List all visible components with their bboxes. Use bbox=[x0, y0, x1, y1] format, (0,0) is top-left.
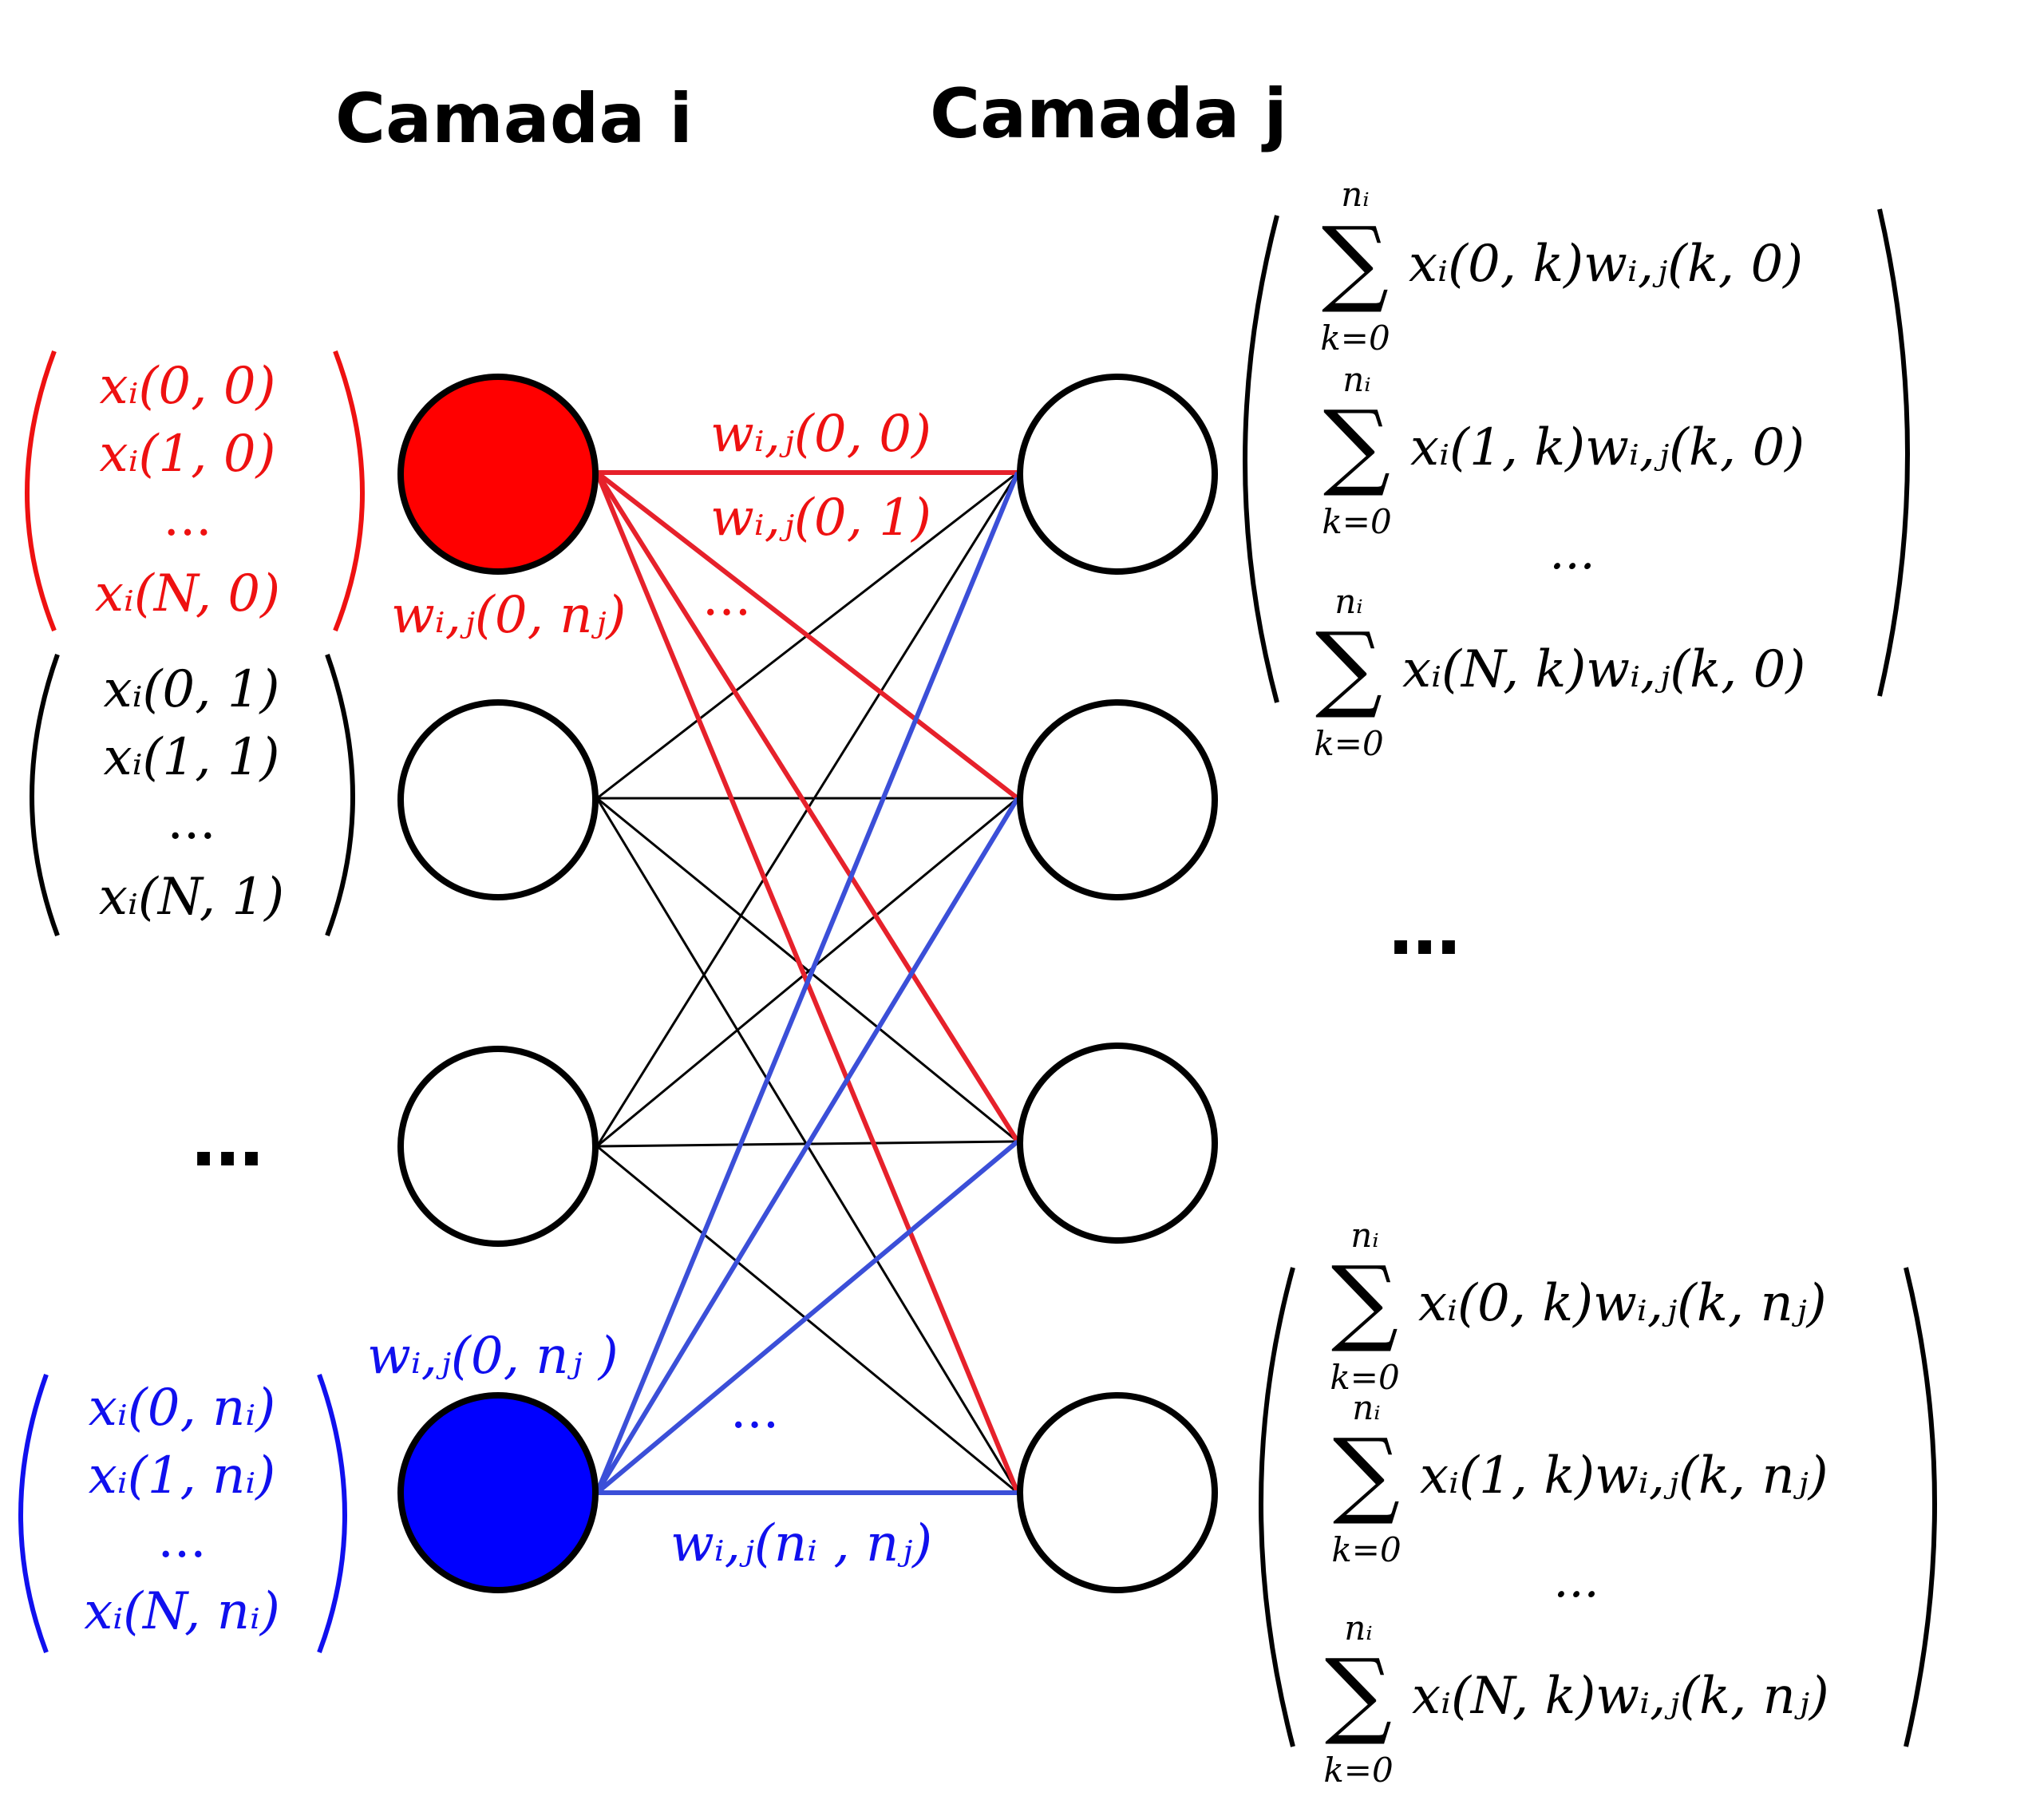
sum-term: nᵢ ∑ k=0 xᵢ(1, k)wᵢ,ⱼ(k, nⱼ) bbox=[1331, 1388, 1828, 1569]
sum-term: nᵢ ∑ k=0 xᵢ(0, k)wᵢ,ⱼ(k, nⱼ) bbox=[1330, 1216, 1826, 1397]
vector-entry: xᵢ(1, 0) bbox=[99, 425, 275, 484]
vector-entry: xᵢ(1, 1) bbox=[103, 728, 279, 787]
svg-text:∑: ∑ bbox=[1333, 1418, 1400, 1528]
svg-text:∑: ∑ bbox=[1323, 390, 1390, 500]
sum-term: nᵢ ∑ k=0 xᵢ(1, k)wᵢ,ⱼ(k, 0) bbox=[1322, 360, 1805, 541]
weight-label-w01: wᵢ,ⱼ(0, 1) bbox=[710, 489, 931, 548]
svg-text:xᵢ(N, k)wᵢ,ⱼ(k, 0): xᵢ(N, k)wᵢ,ⱼ(k, 0) bbox=[1402, 640, 1805, 699]
input-vector-blue: xᵢ(0, nᵢ) xᵢ(1, nᵢ) ... xᵢ(N, nᵢ) bbox=[18, 1373, 347, 1654]
blue-connections bbox=[595, 471, 1020, 1495]
sum-term: nᵢ ∑ k=0 xᵢ(N, k)wᵢ,ⱼ(k, 0) bbox=[1314, 582, 1805, 763]
node-j-0 bbox=[1017, 374, 1218, 575]
vector-entry: xᵢ(N, nᵢ) bbox=[84, 1582, 280, 1641]
layer-i-ellipsis: … bbox=[192, 1099, 263, 1183]
svg-text:∑: ∑ bbox=[1322, 206, 1389, 316]
output-vector-bottom: nᵢ ∑ k=0 xᵢ(0, k)wᵢ,ⱼ(k, nⱼ) nᵢ ∑ k=0 xᵢ… bbox=[1259, 1216, 1937, 1790]
vector-entry: ... bbox=[157, 1510, 206, 1569]
svg-text:xᵢ(0, k)wᵢ,ⱼ(k, 0): xᵢ(0, k)wᵢ,ⱼ(k, 0) bbox=[1409, 235, 1803, 294]
vector-entry: xᵢ(N, 1) bbox=[99, 868, 284, 927]
vector-entry: xᵢ(0, nᵢ) bbox=[89, 1379, 275, 1438]
svg-text:xᵢ(1, k)wᵢ,ⱼ(k, 0): xᵢ(1, k)wᵢ,ⱼ(k, 0) bbox=[1410, 418, 1805, 477]
node-j-1 bbox=[1017, 699, 1218, 900]
weight-label-red-dots: ... bbox=[702, 568, 751, 627]
vector-dots: ... bbox=[1553, 1553, 1599, 1608]
svg-text:∑: ∑ bbox=[1325, 1638, 1392, 1748]
weight-label-w00: wᵢ,ⱼ(0, 0) bbox=[710, 405, 931, 464]
svg-text:k=0: k=0 bbox=[1314, 724, 1383, 763]
node-j-2 bbox=[1017, 1043, 1218, 1244]
svg-text:xᵢ(N, k)wᵢ,ⱼ(k, nⱼ): xᵢ(N, k)wᵢ,ⱼ(k, nⱼ) bbox=[1412, 1667, 1829, 1726]
vector-dots: ... bbox=[1549, 524, 1595, 580]
sum-term: nᵢ ∑ k=0 xᵢ(N, k)wᵢ,ⱼ(k, nⱼ) bbox=[1323, 1608, 1828, 1790]
vector-entry: xᵢ(0, 1) bbox=[103, 660, 279, 719]
layer-j-title: Camada j bbox=[930, 74, 1287, 154]
svg-text:nᵢ: nᵢ bbox=[1350, 1216, 1379, 1255]
layer-i-title: Camada i bbox=[335, 79, 693, 159]
weight-label-w0nj-red: wᵢ,ⱼ(0, nⱼ) bbox=[391, 586, 626, 645]
output-vector-top: nᵢ ∑ k=0 xᵢ(0, k)wᵢ,ⱼ(k, 0) nᵢ ∑ k=0 xᵢ(… bbox=[1243, 175, 1910, 763]
input-vector-black: xᵢ(0, 1) xᵢ(1, 1) ... xᵢ(N, 1) bbox=[30, 653, 355, 937]
svg-text:k=0: k=0 bbox=[1323, 1751, 1393, 1790]
node-i-0 bbox=[397, 374, 599, 575]
node-i-1 bbox=[397, 699, 599, 900]
vector-entry: xᵢ(N, 0) bbox=[95, 564, 280, 623]
svg-text:xᵢ(0, k)wᵢ,ⱼ(k, nⱼ): xᵢ(0, k)wᵢ,ⱼ(k, nⱼ) bbox=[1418, 1274, 1827, 1333]
layer-j-ellipsis: … bbox=[1389, 888, 1461, 971]
vector-entry: xᵢ(0, 0) bbox=[99, 357, 275, 416]
svg-text:xᵢ(1, k)wᵢ,ⱼ(k, nⱼ): xᵢ(1, k)wᵢ,ⱼ(k, nⱼ) bbox=[1420, 1446, 1828, 1505]
svg-text:nᵢ: nᵢ bbox=[1352, 1388, 1381, 1427]
svg-text:k=0: k=0 bbox=[1330, 1358, 1399, 1397]
svg-text:∑: ∑ bbox=[1331, 1245, 1398, 1355]
vector-entry: ... bbox=[163, 489, 212, 548]
svg-text:k=0: k=0 bbox=[1320, 318, 1390, 358]
vector-entry: ... bbox=[167, 792, 215, 851]
weight-label-blue-dots: ... bbox=[730, 1381, 779, 1440]
svg-text:nᵢ: nᵢ bbox=[1341, 175, 1370, 214]
svg-text:∑: ∑ bbox=[1315, 611, 1382, 722]
node-i-2 bbox=[397, 1046, 599, 1247]
svg-text:k=0: k=0 bbox=[1322, 502, 1391, 541]
node-i-ni bbox=[397, 1392, 599, 1593]
weight-label-w0nj-blue: wᵢ,ⱼ(0, nⱼ ) bbox=[367, 1327, 619, 1386]
svg-text:nᵢ: nᵢ bbox=[1342, 360, 1371, 399]
input-vector-red: xᵢ(0, 0) xᵢ(1, 0) ... xᵢ(N, 0) bbox=[25, 350, 365, 632]
weight-label-wninj: wᵢ,ⱼ(nᵢ , nⱼ) bbox=[670, 1514, 932, 1573]
svg-text:k=0: k=0 bbox=[1331, 1530, 1401, 1569]
sum-term: nᵢ ∑ k=0 xᵢ(0, k)wᵢ,ⱼ(k, 0) bbox=[1320, 175, 1803, 358]
vector-entry: xᵢ(1, nᵢ) bbox=[89, 1446, 275, 1505]
svg-text:nᵢ: nᵢ bbox=[1344, 1608, 1373, 1648]
svg-text:nᵢ: nᵢ bbox=[1334, 582, 1363, 621]
node-j-nj bbox=[1017, 1392, 1218, 1593]
